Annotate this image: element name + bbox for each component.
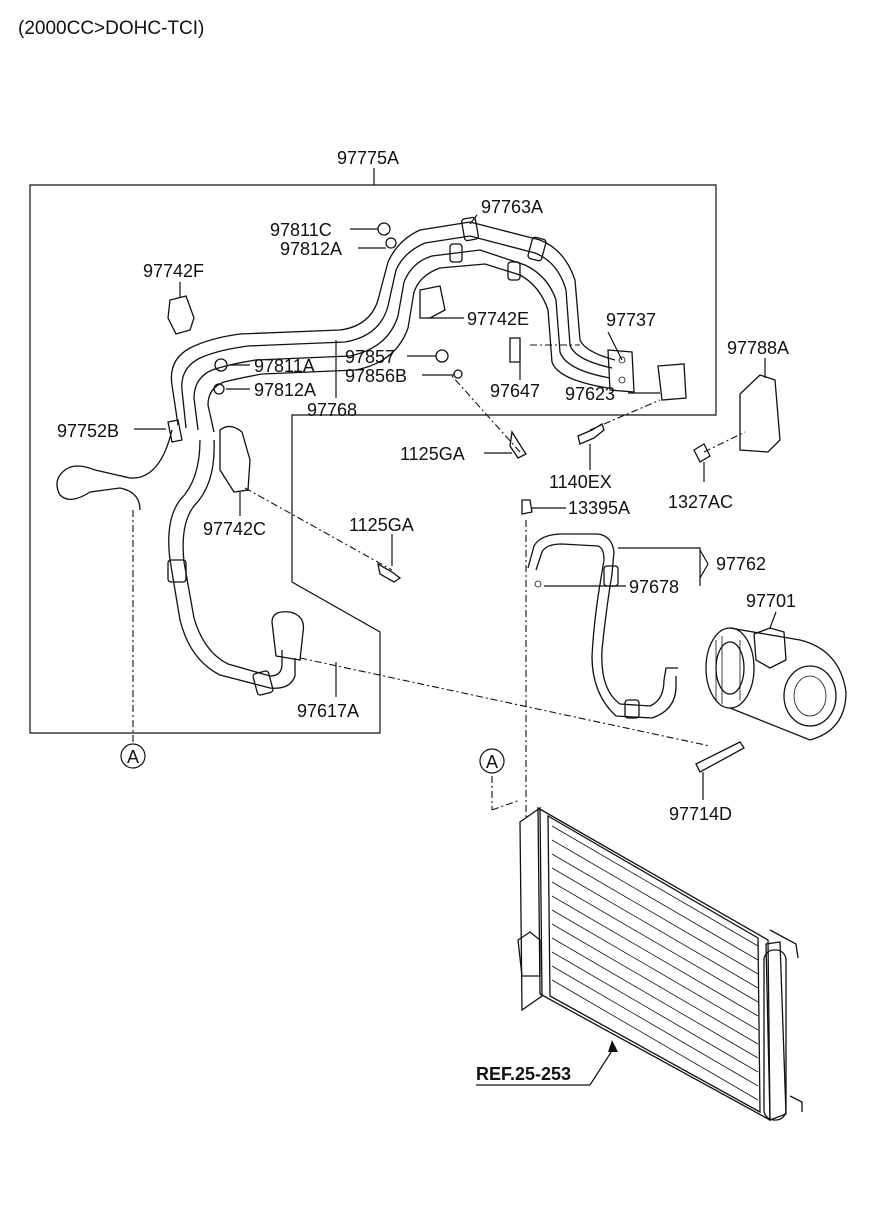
nut-13395A [521, 499, 533, 515]
part-label-97812A-mid: 97812A [254, 380, 316, 400]
bolt-1125GA-mid [377, 562, 402, 583]
part-label-97857: 97857 [345, 347, 395, 367]
part-label-97768: 97768 [307, 400, 357, 420]
part-label-1125GA-mid: 1125GA [349, 515, 414, 535]
part-label-97742F: 97742F [143, 261, 204, 281]
valve-97812A-top [385, 237, 397, 249]
bracket-97742C [219, 425, 251, 493]
ref-arrow [476, 1040, 618, 1086]
bolt-97647 [509, 337, 521, 363]
compressor-97701 [705, 627, 847, 741]
cap-97811C [377, 222, 391, 236]
part-label-1125GA-top: 1125GA [400, 444, 465, 464]
bracket-97742E [419, 285, 446, 319]
cover-97788A [739, 374, 781, 453]
bolts [377, 423, 745, 773]
leader-lines [134, 214, 777, 800]
bolt-1125GA-top [509, 430, 527, 459]
assembly-boundary [29, 184, 717, 734]
washer-97856B [453, 369, 463, 379]
ref-label: REF.25-253 [476, 1064, 571, 1084]
part-label-1140EX: 1140EX [549, 472, 612, 492]
marker-a-left: A [120, 743, 146, 769]
part-label-97762: 97762 [716, 554, 766, 574]
part-label-97811A: 97811A [254, 356, 315, 376]
part-label-97752B: 97752B [57, 421, 119, 441]
valve-97812A-mid [213, 383, 225, 395]
switch-97752B [167, 419, 183, 443]
part-label-13395A: 13395A [568, 498, 630, 518]
marker-a-right: A [479, 748, 505, 774]
hose-assembly-97763A [170, 216, 635, 433]
clip-97742F [167, 295, 195, 335]
sensor-97623 [657, 363, 687, 401]
svg-text:A: A [486, 752, 498, 772]
part-label-97811C: 97811C [270, 220, 332, 240]
engine-variant-header: (2000CC>DOHC-TCI) [18, 18, 204, 39]
part-label-97812A-top: 97812A [280, 239, 342, 259]
hose-97762 [527, 533, 678, 719]
part-label-1327AC: 1327AC [668, 492, 733, 512]
part-label-97647: 97647 [490, 381, 540, 401]
condenser [517, 806, 803, 1122]
part-label-97775A: 97775A [337, 148, 399, 168]
part-label-97701: 97701 [746, 591, 796, 611]
part-label-97617A: 97617A [297, 701, 359, 721]
part-label-97763A: 97763A [481, 197, 543, 217]
hose-97768-lower [56, 429, 305, 696]
part-label-97742C: 97742C [203, 519, 266, 539]
dashed-lines [132, 344, 746, 820]
small-parts [167, 222, 781, 493]
svg-text:A: A [127, 747, 139, 767]
cap-97811A [214, 358, 228, 372]
nut-97857 [435, 349, 449, 363]
nut-1327AC [693, 443, 711, 463]
part-label-97788A: 97788A [727, 338, 789, 358]
bolt-1140EX [577, 423, 605, 445]
part-label-97714D: 97714D [669, 804, 732, 824]
part-label-97856B: 97856B [345, 366, 407, 386]
part-label-97742E: 97742E [467, 309, 529, 329]
part-label-97623: 97623 [565, 384, 615, 404]
part-label-97737: 97737 [606, 310, 656, 330]
bolt-97714D [695, 741, 745, 773]
part-label-97678: 97678 [629, 577, 679, 597]
